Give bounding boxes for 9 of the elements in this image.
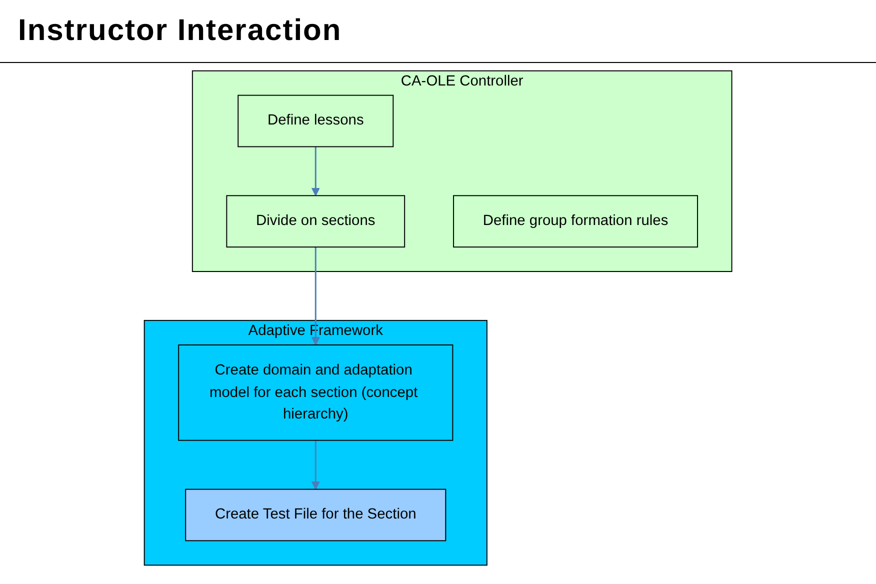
node-box: Define lessons	[238, 94, 394, 148]
node-box: Define group formation rules	[452, 195, 698, 248]
node-box: Create Test File for the Section	[185, 488, 446, 542]
arrow	[311, 146, 320, 196]
node-box: Create domain and adaptation model for each section (concept hierarchy)	[178, 344, 454, 441]
title: Instructor Interaction	[0, 0, 876, 63]
node-box: Divide on sections	[226, 195, 405, 248]
arrow	[311, 440, 320, 490]
arrow	[311, 247, 320, 346]
